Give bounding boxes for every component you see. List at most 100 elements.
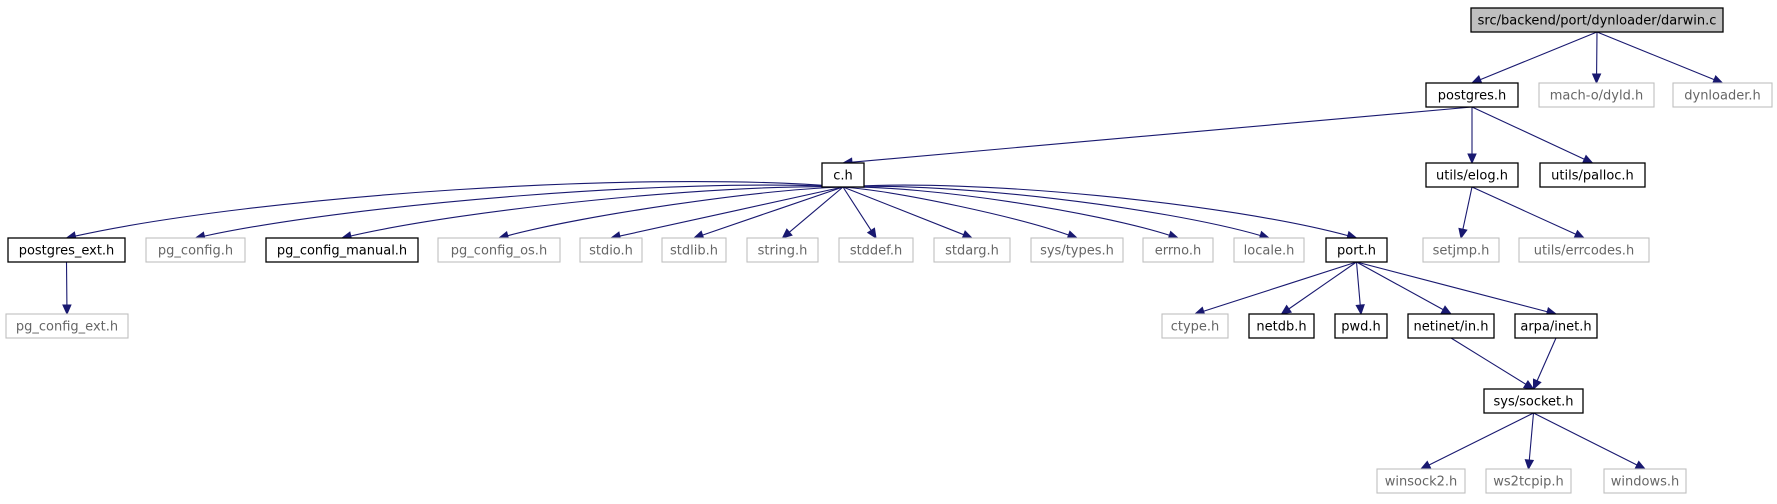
- node-label: src/backend/port/dynloader/darwin.c: [1478, 14, 1717, 29]
- node-label: c.h: [833, 169, 853, 184]
- edge-line: [842, 185, 1261, 237]
- node-label: netinet/in.h: [1414, 320, 1489, 335]
- edge-line: [204, 184, 844, 237]
- node-label: utils/errcodes.h: [1534, 244, 1634, 259]
- edge-line: [1356, 261, 1548, 313]
- node-darwin-c[interactable]: src/backend/port/dynloader/darwin.c: [1470, 7, 1724, 33]
- edge-line: [851, 106, 1473, 163]
- node-errno-h: errno.h: [1142, 237, 1214, 263]
- node-label: stddef.h: [850, 244, 902, 259]
- node-label: pg_config_os.h: [451, 244, 547, 259]
- node-sys-socket-h[interactable]: sys/socket.h: [1483, 388, 1584, 414]
- edge-arrowhead: [781, 228, 793, 239]
- edge-sys_socket_h-to-windows_h: [1533, 412, 1647, 470]
- edge-postgres_h-to-utils_elog_h: [1467, 107, 1477, 165]
- edge-line: [842, 186, 872, 231]
- node-box: [1030, 237, 1124, 263]
- edge-line: [789, 186, 844, 233]
- node-netinet-in-h[interactable]: netinet/in.h: [1407, 313, 1495, 339]
- edge-c_h-to-pg_config_os_h: [497, 186, 844, 241]
- node-label: pg_config_ext.h: [16, 320, 118, 335]
- edge-sys_socket_h-to-ws2tcpip_h: [1524, 412, 1535, 471]
- node-box: [1142, 237, 1214, 263]
- edge-darwin_c-to-dynloader_h: [1596, 31, 1724, 84]
- edge-line: [1596, 31, 1715, 81]
- node-mach-dyld-h: mach-o/dyld.h: [1538, 82, 1655, 108]
- node-label: port.h: [1337, 244, 1376, 259]
- node-box: [1539, 162, 1646, 188]
- node-box: [579, 237, 643, 263]
- node-box: [7, 237, 126, 263]
- node-box: [1538, 82, 1655, 108]
- edge-arrowhead: [1280, 304, 1293, 315]
- node-box: [1425, 162, 1519, 188]
- edge-c_h-to-postgres_ext_h: [65, 180, 844, 241]
- edge-line: [1450, 337, 1527, 385]
- edge-arrowhead: [1419, 460, 1432, 470]
- node-box: [1514, 313, 1598, 339]
- node-label: mach-o/dyld.h: [1550, 89, 1643, 104]
- edge-line: [1355, 261, 1361, 306]
- node-postgres-h[interactable]: postgres.h: [1425, 82, 1519, 108]
- node-box: [145, 237, 246, 263]
- edge-c_h-to-port_h: [842, 184, 1358, 241]
- node-pg-config-manual-h[interactable]: pg_config_manual.h: [265, 237, 419, 263]
- node-port-h[interactable]: port.h: [1325, 237, 1388, 263]
- node-label: stdlib.h: [670, 244, 718, 259]
- edge-line: [842, 184, 1348, 237]
- node-label: pwd.h: [1341, 320, 1381, 335]
- edge-c_h-to-errno_h: [842, 186, 1180, 240]
- node-stdarg-h: stdarg.h: [933, 237, 1011, 263]
- node-label: netdb.h: [1256, 320, 1306, 335]
- edge-arrowhead: [1458, 227, 1468, 240]
- node-box: [1425, 82, 1519, 108]
- edge-line: [702, 186, 844, 236]
- edge-arrowhead: [1532, 378, 1542, 391]
- edge-arrowhead: [1591, 73, 1602, 85]
- node-label: setjmp.h: [1433, 244, 1490, 259]
- edge-line: [1356, 261, 1444, 311]
- node-box: [1483, 388, 1584, 414]
- edge-arrowhead: [866, 227, 877, 240]
- node-ws2tcpip-h: ws2tcpip.h: [1485, 468, 1572, 494]
- node-utils-elog-h[interactable]: utils/elog.h: [1425, 162, 1519, 188]
- edge-darwin_c-to-postgres_h: [1470, 31, 1598, 84]
- node-label: stdarg.h: [945, 244, 999, 259]
- node-box: [1603, 468, 1687, 494]
- node-label: ws2tcpip.h: [1493, 475, 1563, 490]
- node-netdb-h[interactable]: netdb.h: [1248, 313, 1315, 339]
- node-label: windows.h: [1611, 475, 1679, 490]
- node-label: ctype.h: [1171, 320, 1220, 335]
- node-box: [1161, 313, 1229, 339]
- edge-line: [1288, 261, 1357, 310]
- node-postgres-ext-h[interactable]: postgres_ext.h: [7, 237, 126, 263]
- node-box: [1485, 468, 1572, 494]
- node-box: [838, 237, 914, 263]
- node-stdlib-h: stdlib.h: [661, 237, 727, 263]
- edge-arrowhead: [1573, 229, 1586, 239]
- node-box: [1518, 237, 1650, 263]
- edge-c_h-to-stddef_h: [842, 186, 877, 240]
- edge-line: [75, 180, 844, 237]
- edge-line: [842, 186, 1069, 236]
- node-box: [265, 237, 419, 263]
- edge-port_h-to-netdb_h: [1280, 261, 1357, 315]
- node-utils-palloc-h[interactable]: utils/palloc.h: [1539, 162, 1646, 188]
- node-label: dynloader.h: [1684, 89, 1761, 104]
- edge-line: [842, 186, 964, 236]
- node-label: arpa/inet.h: [1520, 320, 1591, 335]
- edge-line: [507, 186, 844, 237]
- node-label: pg_config.h: [158, 244, 233, 259]
- node-ctype-h: ctype.h: [1161, 313, 1229, 339]
- edge-arrowhead: [1581, 154, 1594, 164]
- node-locale-h: locale.h: [1233, 237, 1305, 263]
- node-pwd-h[interactable]: pwd.h: [1334, 313, 1388, 339]
- node-arpa-inet-h[interactable]: arpa/inet.h: [1514, 313, 1598, 339]
- node-c-h[interactable]: c.h: [821, 162, 865, 188]
- edge-line: [1428, 412, 1534, 466]
- node-label: sys/socket.h: [1493, 395, 1573, 410]
- node-box: [1407, 313, 1495, 339]
- edge-postgres_h-to-c_h: [841, 106, 1473, 167]
- edge-port_h-to-pwd_h: [1355, 261, 1365, 316]
